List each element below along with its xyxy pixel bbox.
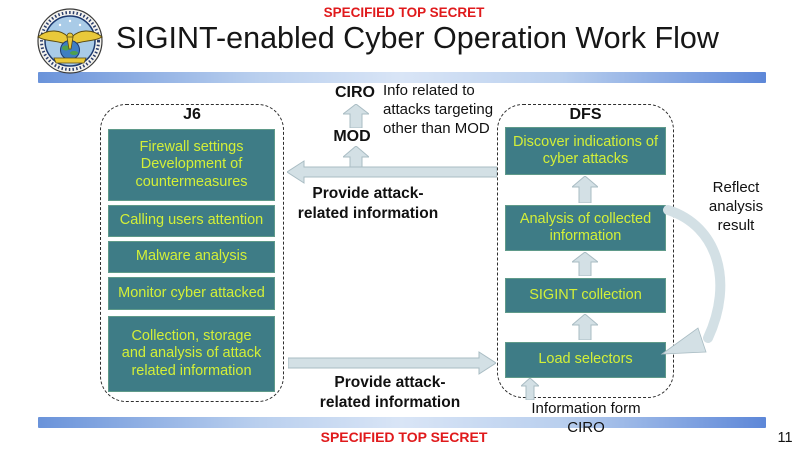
classification-bottom-banner: SPECIFIED TOP SECRET xyxy=(320,429,488,445)
provide-attack-info-label-bottom: Provide attack- related information xyxy=(319,374,461,411)
j6-group-frame xyxy=(100,104,284,402)
up-arrow-icon xyxy=(572,252,598,276)
jasdf-seal-icon xyxy=(34,7,106,75)
up-arrow-icon xyxy=(343,104,369,128)
classification-top-banner: SPECIFIED TOP SECRET xyxy=(323,5,485,20)
up-arrow-icon xyxy=(521,378,539,400)
dfs-group-frame xyxy=(497,104,674,398)
up-arrow-icon xyxy=(572,314,598,340)
info-related-note: Info related to attacks targeting other … xyxy=(383,82,494,137)
left-arrow-icon xyxy=(287,160,497,184)
dfs-group-label: DFS xyxy=(569,106,602,123)
ciro-label: CIRO xyxy=(335,84,375,101)
up-arrow-icon xyxy=(343,146,369,174)
dfs-box-load-selectors: Load selectors xyxy=(505,342,666,378)
j6-box-calling-users-attention: Calling users attention xyxy=(108,205,275,237)
reflect-analysis-note: Reflect analysis result xyxy=(708,179,764,234)
provide-attack-info-label-top: Provide attack- related information xyxy=(297,185,439,222)
right-arrow-icon xyxy=(288,351,496,375)
top-divider-bar xyxy=(38,72,766,83)
information-form-ciro-note: Information form CIRO xyxy=(531,400,641,436)
j6-box-firewall-countermeasures: Firewall settings Development of counter… xyxy=(108,129,275,201)
page-number: 11 xyxy=(777,430,793,446)
curved-arrow-icon xyxy=(660,196,744,368)
j6-box-malware-analysis: Malware analysis xyxy=(108,241,275,273)
slide-title: SIGINT-enabled Cyber Operation Work Flow xyxy=(116,21,719,55)
up-arrow-icon xyxy=(572,176,598,203)
bottom-divider-bar xyxy=(38,417,766,428)
j6-group-label: J6 xyxy=(183,106,201,123)
dfs-box-analysis-collected: Analysis of collected information xyxy=(505,205,666,251)
j6-box-collection-storage-analysis: Collection, storage and analysis of atta… xyxy=(108,316,275,392)
mod-label: MOD xyxy=(333,128,371,145)
dfs-box-discover-indications: Discover indications of cyber attacks xyxy=(505,127,666,175)
j6-box-monitor-cyber-attacked: Monitor cyber attacked xyxy=(108,277,275,310)
dfs-box-sigint-collection: SIGINT collection xyxy=(505,278,666,313)
